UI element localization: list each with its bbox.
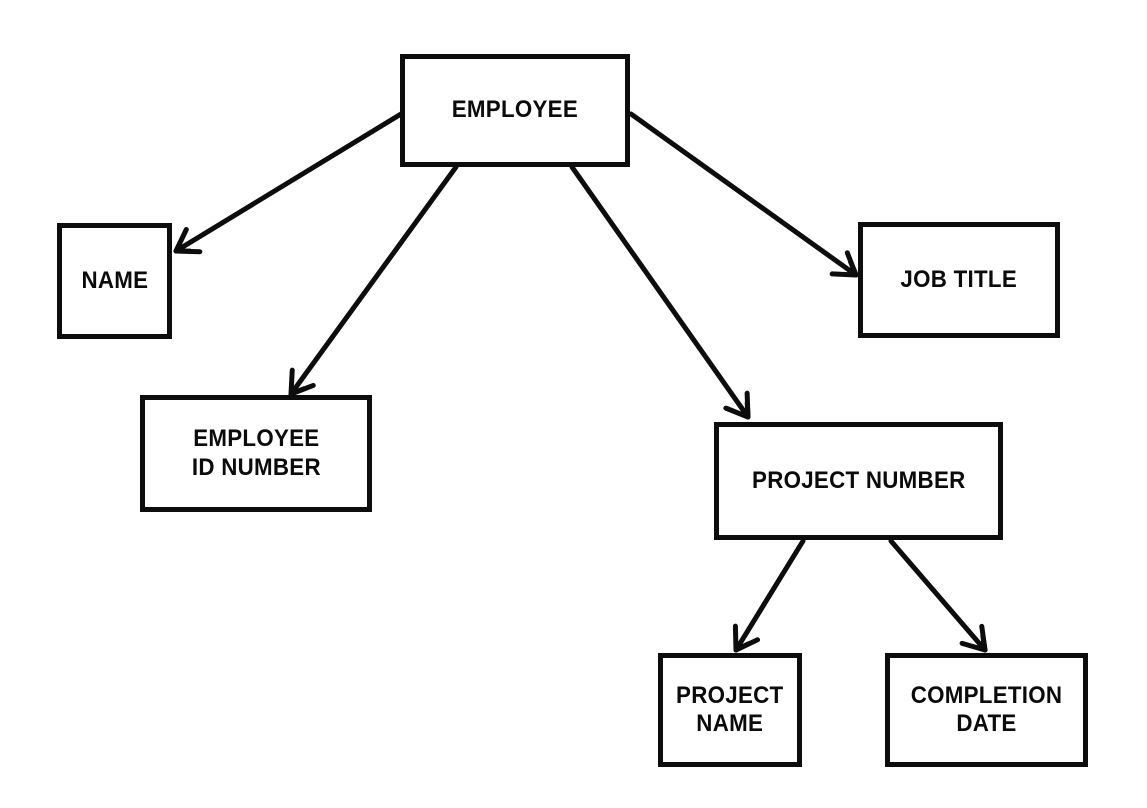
edge-employee-to-employee-id bbox=[288, 164, 459, 397]
node-completion-date-label: COMPLETION DATE bbox=[910, 681, 1063, 737]
node-project-number-label: PROJECT NUMBER bbox=[751, 466, 966, 494]
edge-employee-to-name bbox=[173, 111, 404, 255]
node-job-title-label: JOB TITLE bbox=[900, 265, 1018, 293]
edge-employee-to-job-title bbox=[628, 111, 859, 278]
node-employee-label: EMPLOYEE bbox=[451, 96, 579, 124]
node-employee-id-number: EMPLOYEE ID NUMBER bbox=[140, 395, 372, 512]
edge-project-number-to-completion-date bbox=[888, 538, 988, 653]
node-job-title: JOB TITLE bbox=[858, 222, 1060, 338]
edge-project-number-to-project-name bbox=[732, 538, 806, 653]
node-name: NAME bbox=[57, 223, 172, 339]
node-project-number: PROJECT NUMBER bbox=[714, 422, 1003, 540]
node-employee-id-number-label: EMPLOYEE ID NUMBER bbox=[191, 425, 321, 481]
node-completion-date: COMPLETION DATE bbox=[885, 653, 1088, 767]
edge-employee-to-project-number bbox=[569, 164, 751, 420]
node-employee: EMPLOYEE bbox=[400, 54, 630, 167]
node-project-name-label: PROJECT NAME bbox=[676, 681, 784, 737]
node-name-label: NAME bbox=[81, 266, 148, 294]
node-project-name: PROJECT NAME bbox=[658, 653, 802, 767]
